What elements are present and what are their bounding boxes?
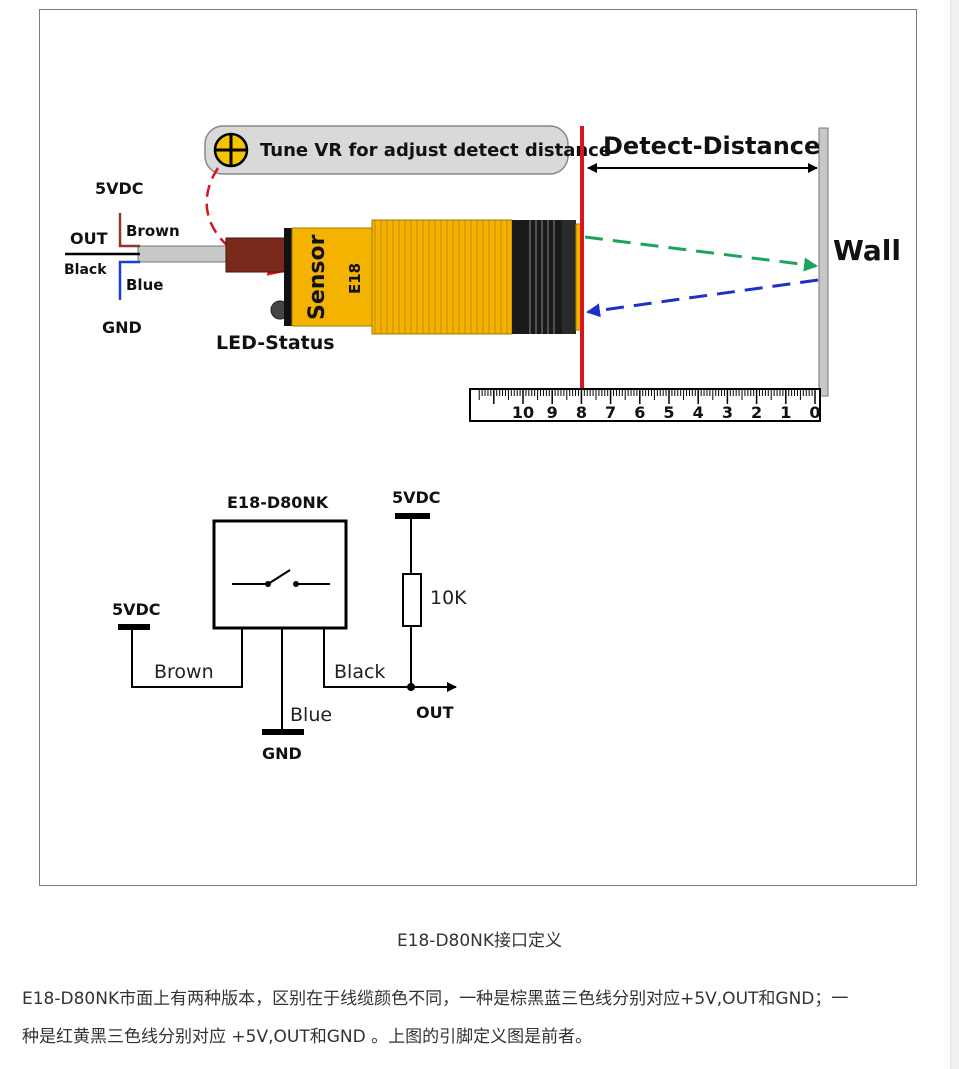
schematic: E18-D80NK 5VDC Brown Blue GND Black <box>112 488 467 763</box>
potentiometer-icon <box>213 132 249 168</box>
scrollbar[interactable] <box>950 0 959 1069</box>
sensor-body <box>284 219 583 335</box>
wire-blue-label: Blue <box>126 276 163 294</box>
ruler-tick-label: 2 <box>751 403 762 422</box>
schematic-title: E18-D80NK <box>227 493 329 512</box>
ruler-tick-label: 7 <box>605 403 616 422</box>
emitted-beam <box>584 235 818 272</box>
tune-callout: Tune VR for adjust detect distance <box>204 125 611 175</box>
ruler-tick-label: 6 <box>634 403 645 422</box>
diagram-svg: Tune VR for adjust detect distance 5VDC … <box>64 125 901 763</box>
schematic-resistor-label: 10K <box>430 587 467 609</box>
black-wire <box>323 628 411 688</box>
schematic-brown-label: Brown <box>154 661 214 683</box>
tune-callout-text: Tune VR for adjust detect distance <box>260 140 611 161</box>
wire-out-label: OUT <box>70 229 108 248</box>
switch-symbol <box>232 569 330 587</box>
wire-black-label: Black <box>64 262 107 278</box>
wire-brown-label: Brown <box>126 222 180 240</box>
wall <box>818 127 829 397</box>
sensor-switch-box <box>212 519 348 630</box>
sensor-label: Sensor <box>305 234 330 320</box>
model-label: E18 <box>346 263 364 294</box>
description-paragraph: E18-D80NK市面上有两种版本，区别在于线缆颜色不同，一种是棕黑蓝三色线分别… <box>22 980 937 1056</box>
detect-distance-label: Detect-Distance <box>603 132 820 160</box>
schematic-out-label: OUT <box>416 703 454 722</box>
led-status-label: LED-Status <box>216 332 335 354</box>
schematic-black-label: Black <box>334 661 385 683</box>
ruler-tick-label: 4 <box>693 403 704 422</box>
wire-bundle <box>65 213 229 300</box>
ruler-tick-label: 0 <box>809 403 820 422</box>
figure-caption: E18-D80NK接口定义 <box>396 931 563 951</box>
paragraph-line-1: E18-D80NK市面上有两种版本，区别在于线缆颜色不同，一种是棕黑蓝三色线分别… <box>22 989 849 1009</box>
wire-gnd-label: GND <box>102 318 142 337</box>
ruler-tick-label: 8 <box>576 403 587 422</box>
schematic-right-vdc: 5VDC <box>392 488 441 507</box>
ruler-tick-label: 5 <box>663 403 674 422</box>
schematic-left-vdc: 5VDC <box>112 600 161 619</box>
ruler-tick-label: 9 <box>547 403 558 422</box>
schematic-blue-label: Blue <box>290 704 332 726</box>
paragraph-line-2: 种是红黄黑三色线分别对应 +5V,OUT和GND 。上图的引脚定义图是前者。 <box>22 1027 593 1047</box>
ruler-tick-label: 10 <box>512 403 534 422</box>
wire-vdc-label: 5VDC <box>95 179 144 198</box>
pullup-resistor <box>402 573 422 627</box>
cable-gland <box>225 237 287 273</box>
brown-wire <box>131 628 243 688</box>
wall-label: Wall <box>833 234 901 267</box>
ruler-tick-label: 3 <box>722 403 733 422</box>
diagram-figure: Tune VR for adjust detect distance 5VDC … <box>39 9 917 886</box>
ruler-tick-label: 1 <box>780 403 791 422</box>
reflected-beam <box>586 278 819 318</box>
schematic-gnd-label: GND <box>262 744 302 763</box>
